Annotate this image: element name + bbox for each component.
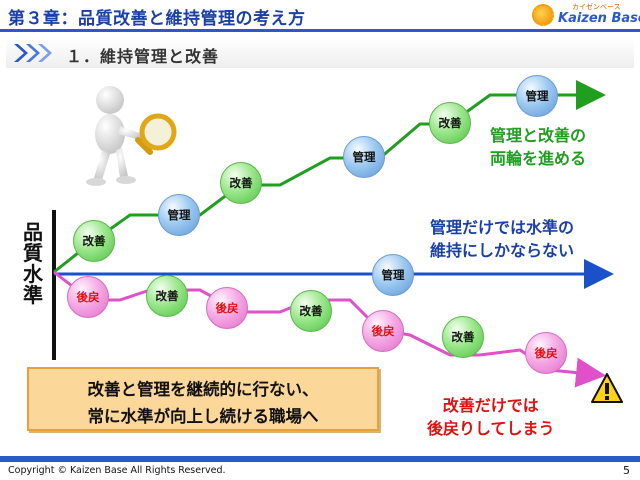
quality-level-axis-label: 品質水準 [23, 220, 43, 307]
message-improvement-only-line-2: 後戻りしてしまう [427, 419, 555, 438]
regression-node: 後戻 [206, 287, 248, 329]
logo-text: Kaizen Base [558, 11, 640, 26]
improvement-node: 改善 [290, 290, 332, 332]
footer-divider [0, 456, 640, 462]
regression-node: 後戻 [362, 310, 404, 352]
improvement-only-path [53, 270, 606, 388]
gear-icon [532, 4, 554, 26]
person-magnifier-icon [86, 86, 177, 186]
message-both-line-2: 両輪を進める [490, 149, 587, 168]
page-number: 5 [623, 464, 630, 477]
management-node: 管理 [516, 75, 558, 117]
section-bar [6, 38, 634, 68]
key-message-line-2: 常に水準が向上し続ける職場へ [87, 407, 319, 426]
axis-vertical-line [52, 210, 56, 360]
regression-node: 後戻 [525, 332, 567, 374]
message-management-only: 管理だけでは水準の 維持にしかならない [430, 216, 574, 262]
logo-small-text: カイゼンベース [572, 3, 621, 11]
copyright-text: Copyright © Kaizen Base All Rights Reser… [8, 465, 226, 476]
improvement-node: 改善 [146, 275, 188, 317]
improvement-node: 改善 [442, 316, 484, 358]
kaizen-base-logo: カイゼンベース Kaizen Base [532, 2, 640, 28]
message-both-line-1: 管理と改善の [490, 126, 587, 145]
improvement-node: 改善 [220, 162, 262, 204]
message-management-only-line-1: 管理だけでは水準の [430, 218, 575, 237]
key-message-box: 改善と管理を継続的に行ない、 常に水準が向上し続ける職場へ [27, 367, 379, 431]
warning-icon [591, 373, 623, 403]
management-node: 管理 [343, 136, 385, 178]
header-divider [0, 29, 640, 32]
key-message-line-1: 改善と管理を継続的に行ない、 [87, 380, 319, 399]
regression-node: 後戻 [67, 276, 109, 318]
section-title: １．維持管理と改善 [66, 47, 220, 66]
management-node: 管理 [158, 194, 200, 236]
message-improvement-only: 改善だけでは 後戻りしてしまう [427, 394, 555, 440]
improvement-node: 改善 [429, 102, 471, 144]
improvement-node: 改善 [73, 220, 115, 262]
management-node: 管理 [372, 254, 414, 296]
message-improvement-only-line-1: 改善だけでは [442, 396, 539, 415]
message-both: 管理と改善の 両輪を進める [490, 124, 586, 170]
message-management-only-line-2: 維持にしかならない [430, 241, 575, 260]
triple-chevron-icon [14, 44, 52, 62]
page-header-title: 第３章：品質改善と維持管理の考え方 [8, 9, 306, 29]
